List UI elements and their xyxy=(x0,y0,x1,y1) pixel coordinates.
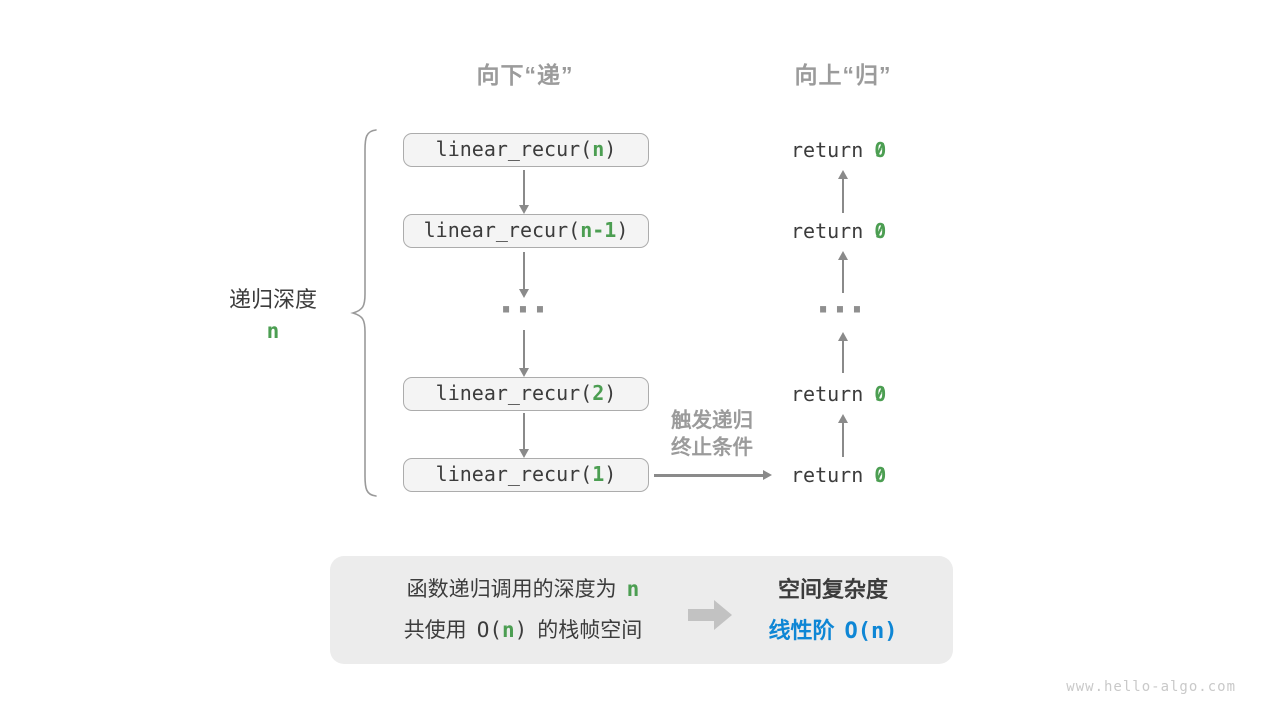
base-case-note-line2: 终止条件 xyxy=(671,436,753,459)
base-case-note-line1: 触发递归 xyxy=(671,409,753,432)
order-value: O(n) xyxy=(844,619,898,644)
arrow-down-icon xyxy=(518,252,529,298)
watermark: www.hello-algo.com xyxy=(1066,679,1236,695)
return-statement: return 0 xyxy=(791,133,901,167)
implies-arrow-icon xyxy=(688,600,734,630)
return-value: 0 xyxy=(874,214,886,248)
call-text: linear_recur( xyxy=(435,462,593,486)
call-text: ) xyxy=(604,381,617,405)
summary-space-pre: 共使用 xyxy=(403,619,467,642)
call-text: linear_recur( xyxy=(435,137,593,161)
return-value: 0 xyxy=(874,458,886,492)
summary-depth-line: 函数递归调用的深度为 n xyxy=(348,569,698,610)
header-ascend: 向上“归” xyxy=(794,62,892,88)
call-arg: n-1 xyxy=(580,218,617,242)
big-o-arg: n xyxy=(501,618,515,642)
call-text: linear_recur( xyxy=(435,381,593,405)
arrow-up-icon xyxy=(837,251,848,293)
return-keyword: return xyxy=(791,463,864,487)
return-keyword: return xyxy=(791,219,864,243)
return-value: 0 xyxy=(874,133,886,167)
summary-space-post: 的栈帧空间 xyxy=(537,619,643,642)
space-complexity-result: 线性阶 O(n) xyxy=(728,610,938,652)
ellipsis-calls: ··· xyxy=(499,290,551,330)
summary-depth-text: 函数递归调用的深度为 xyxy=(406,578,617,601)
return-statement: return 0 xyxy=(791,458,901,492)
recursion-depth-value: n xyxy=(266,319,280,343)
call-text: ) xyxy=(604,137,617,161)
return-keyword: return xyxy=(791,138,864,162)
big-o-close: ) xyxy=(514,618,528,642)
return-statement: return 0 xyxy=(791,214,901,248)
call-text: ) xyxy=(616,218,629,242)
call-box-2: linear_recur(2) xyxy=(403,377,649,411)
arrow-up-icon xyxy=(837,414,848,457)
arrow-up-icon xyxy=(837,170,848,213)
return-value: 0 xyxy=(874,377,886,411)
summary-space-line: 共使用 O(n) 的栈帧空间 xyxy=(348,610,698,651)
call-text: ) xyxy=(604,462,617,486)
call-text: linear_recur( xyxy=(423,218,581,242)
call-arg: n xyxy=(592,137,605,161)
summary-right-text: 空间复杂度 线性阶 O(n) xyxy=(728,569,938,652)
curly-brace-icon xyxy=(350,129,377,497)
big-o-open: O( xyxy=(476,618,502,642)
arrow-up-icon xyxy=(837,332,848,373)
header-descend: 向下“递” xyxy=(476,62,574,88)
ellipsis-returns: ··· xyxy=(816,290,868,330)
return-keyword: return xyxy=(791,382,864,406)
space-complexity-title: 空间复杂度 xyxy=(777,577,888,602)
call-arg: 1 xyxy=(592,462,605,486)
arrow-down-icon xyxy=(518,330,529,377)
call-box-n: linear_recur(n) xyxy=(403,133,649,167)
arrow-down-icon xyxy=(518,413,529,458)
arrow-right-icon xyxy=(654,470,772,479)
order-label: 线性阶 xyxy=(768,618,835,643)
base-case-note: 触发递归 终止条件 xyxy=(648,407,776,461)
call-box-1: linear_recur(1) xyxy=(403,458,649,492)
arrow-down-icon xyxy=(518,170,529,214)
return-statement: return 0 xyxy=(791,377,901,411)
recursion-depth-label: 递归深度 xyxy=(228,287,317,312)
summary-depth-value: n xyxy=(626,577,640,601)
call-box-n-1: linear_recur(n-1) xyxy=(403,214,649,248)
call-arg: 2 xyxy=(592,381,605,405)
